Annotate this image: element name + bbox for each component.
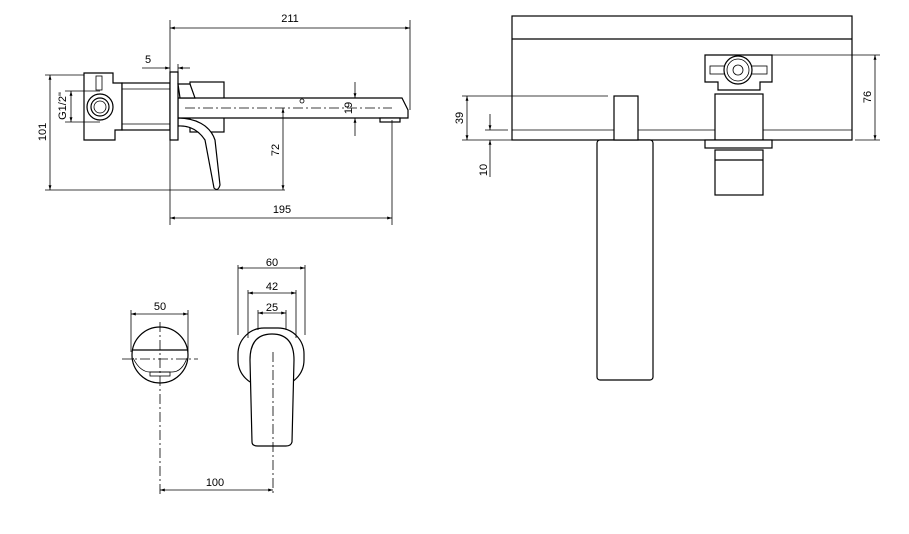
dim-10: 10 [478, 164, 490, 176]
dim-5: 5 [145, 54, 151, 66]
aerator [379, 117, 401, 123]
wall-flange [169, 71, 179, 141]
dim-39: 39 [454, 112, 466, 124]
spout-pipe [596, 139, 654, 381]
mounting-bracket [83, 72, 123, 141]
dim-19: 19 [343, 102, 355, 114]
side-view: 211 5 101 G1/2" 72 19 195 [37, 13, 411, 225]
installation-box-view: 76 39 10 [454, 15, 880, 381]
dim-60: 60 [266, 257, 278, 269]
dim-42: 42 [266, 281, 278, 293]
spout-stub [613, 95, 639, 141]
valve-body [714, 93, 764, 141]
dim-101: 101 [37, 123, 49, 141]
dim-25: 25 [266, 302, 278, 314]
dim-211: 211 [281, 13, 299, 25]
inlet-fitting [86, 93, 114, 121]
dim-g12: G1/2" [57, 92, 69, 120]
dim-195: 195 [273, 204, 291, 216]
valve-flange [704, 139, 773, 149]
dim-72: 72 [270, 144, 282, 156]
dim-100: 100 [206, 477, 224, 489]
installation-box [511, 15, 853, 141]
valve-body [121, 82, 171, 131]
front-view: 50 60 42 25 100 [122, 257, 306, 495]
dim-50: 50 [154, 301, 166, 313]
lever-handle [249, 333, 295, 447]
handle [177, 117, 221, 191]
dim-76: 76 [862, 91, 874, 103]
valve-cartridge [714, 149, 764, 196]
